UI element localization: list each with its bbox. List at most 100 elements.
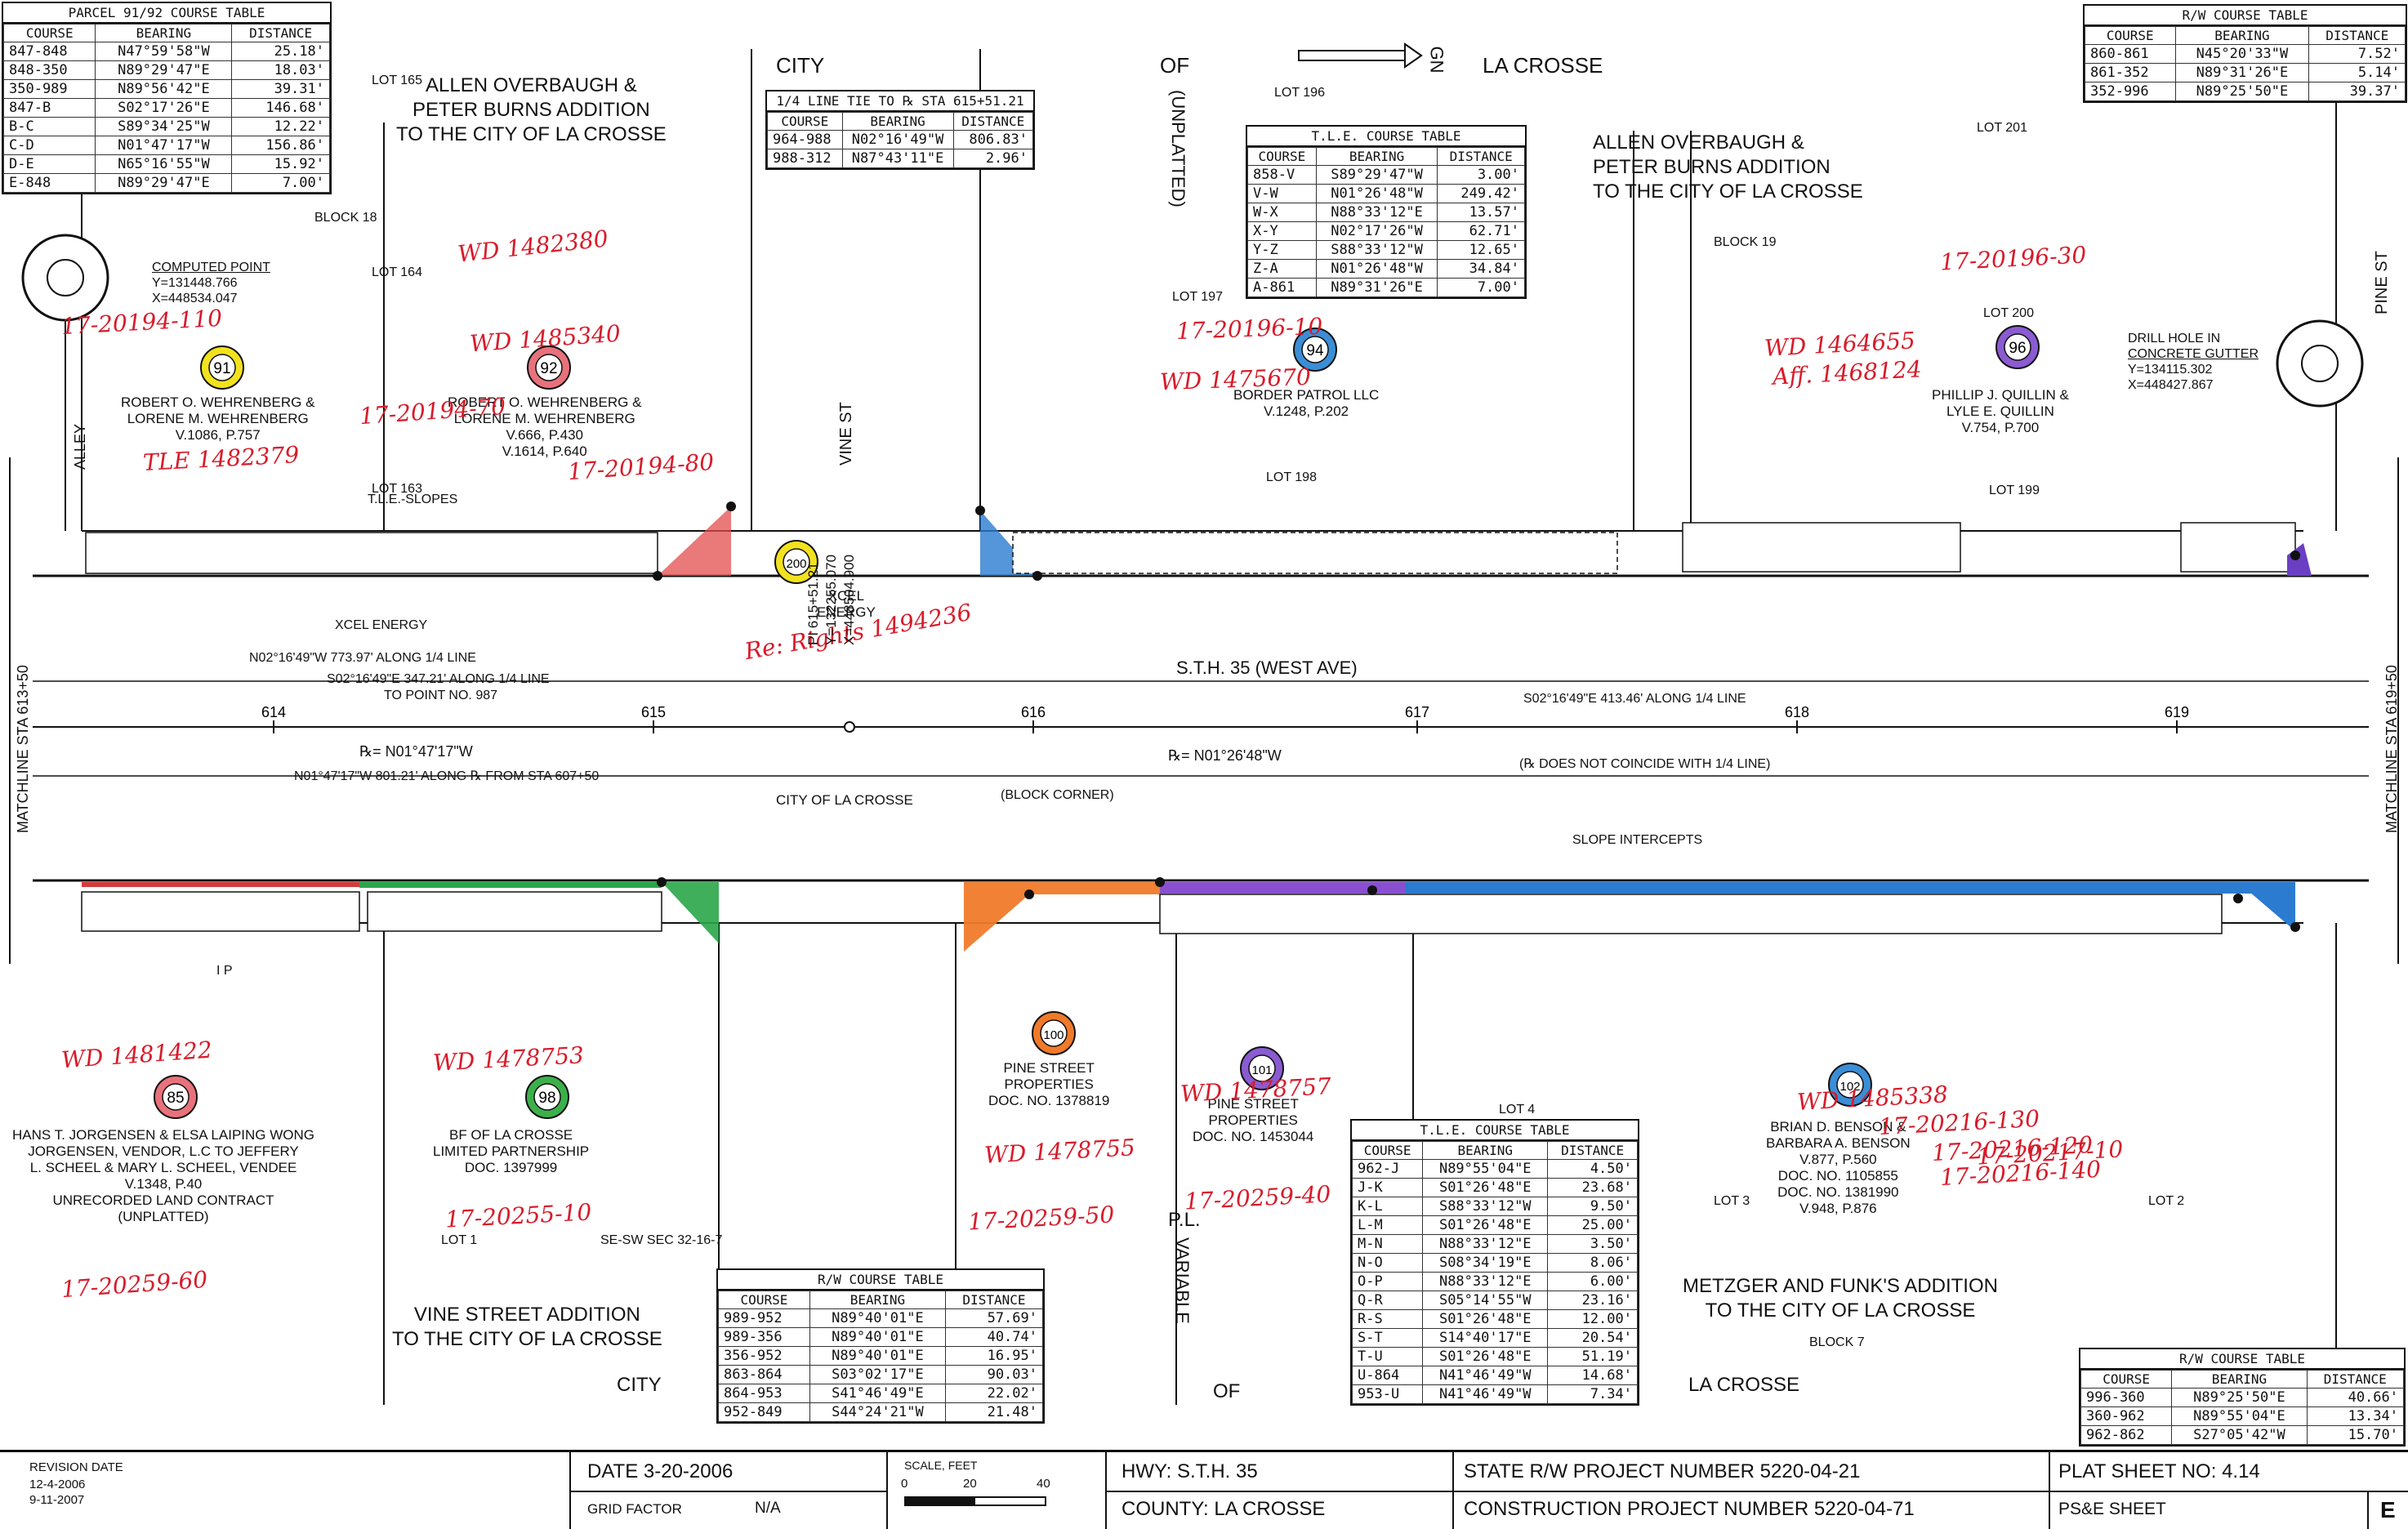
revision-date-1: 12-4-2006 xyxy=(29,1478,86,1491)
parcel-number: 100 xyxy=(1043,1028,1064,1042)
table-header: COURSE xyxy=(2080,1370,2173,1389)
quarter-line-tie-2: S02°16'49"E 347.21' ALONG 1/4 LINE xyxy=(327,672,550,686)
table-cell: 7.00' xyxy=(1437,278,1525,297)
table-cell: S03°02'17"E xyxy=(809,1365,946,1384)
lot-label: LOT 164 xyxy=(372,265,422,279)
owner-line: V.1614, P.640 xyxy=(502,444,587,459)
table-cell: A-861 xyxy=(1247,278,1317,297)
owner-line: PINE STREET xyxy=(1207,1096,1299,1112)
table-cell: 962-862 xyxy=(2080,1425,2173,1445)
title-block: REVISION DATE 12-4-2006 9-11-2007 DATE 3… xyxy=(0,1450,2408,1529)
table-cell: N02°17'26"W xyxy=(1315,221,1438,241)
station-label: 614 xyxy=(261,704,286,720)
table-cell: X-Y xyxy=(1247,221,1317,241)
handwritten-annotation: 17-20196-10 xyxy=(1175,312,1323,345)
table-cell: 22.02' xyxy=(944,1384,1044,1403)
lot-label: LOT 3 xyxy=(1714,1194,1750,1208)
sheet-letter-cell: E xyxy=(2367,1491,2408,1529)
table-cell: 848-350 xyxy=(2,60,96,80)
table-cell: 860-861 xyxy=(2085,44,2176,64)
owner-line: PROPERTIES xyxy=(1004,1077,1094,1092)
la-crosse-bottom: LA CROSSE xyxy=(1688,1374,1800,1396)
revision-label: REVISION DATE xyxy=(29,1460,123,1474)
revision-cell: REVISION DATE 12-4-2006 9-11-2007 xyxy=(0,1452,569,1529)
table-cell: W-X xyxy=(1247,203,1317,222)
parcel-badge-102: 102 xyxy=(1828,1063,1872,1107)
lot-label: SE-SW SEC 32-16-7 xyxy=(600,1233,723,1247)
table-cell: 7.52' xyxy=(2308,44,2406,64)
table-cell: N88°33'12"E xyxy=(1315,203,1438,222)
scale-cell: SCALE, FEET 0 20 40 xyxy=(886,1452,1105,1529)
table-cell: 953-U xyxy=(1351,1384,1424,1404)
scale-tick-20: 20 xyxy=(963,1477,977,1491)
table-caption: R/W COURSE TABLE xyxy=(2085,6,2406,26)
station-label: 617 xyxy=(1405,704,1429,720)
lot-label: LOT 200 xyxy=(1983,306,2034,320)
owner-line: DOC. NO. 1378819 xyxy=(988,1093,1110,1108)
table-cell: 23.16' xyxy=(1547,1291,1638,1310)
table-header: DISTANCE xyxy=(231,24,330,42)
table-cell: N02°16'49"W xyxy=(841,130,954,149)
parcel-badge-100: 100 xyxy=(1032,1011,1076,1055)
parcel-number: 91 xyxy=(213,360,230,377)
owner-line: DOC. 1397999 xyxy=(464,1160,558,1175)
city-of-la-crosse-label: CITY OF LA CROSSE xyxy=(776,792,913,808)
parcel-badge-101: 101 xyxy=(1240,1046,1284,1090)
centerline-bearing-right: ℞= N01°26'48"W xyxy=(1168,747,1282,764)
table-header: DISTANCE xyxy=(944,1291,1044,1309)
slope-intercepts-label: SLOPE INTERCEPTS xyxy=(1572,833,1703,847)
north-label: GN xyxy=(1426,46,1447,74)
parcel-badge-85: 85 xyxy=(154,1075,198,1119)
table-cell: 18.03' xyxy=(231,60,330,80)
owner-line: ENERGY xyxy=(817,604,876,620)
of-bottom: OF xyxy=(1213,1380,1241,1402)
scale-bar-icon xyxy=(904,1496,1046,1506)
quarter-line-tie-3: TO POINT NO. 987 xyxy=(384,689,498,702)
table-header: DISTANCE xyxy=(1437,147,1525,166)
table-cell: 62.71' xyxy=(1437,221,1525,241)
owner-line: XCEL xyxy=(827,588,865,604)
table-header: BEARING xyxy=(809,1291,946,1309)
parcel-number: 96 xyxy=(2009,340,2026,357)
table-cell: S88°33'12"W xyxy=(1422,1197,1549,1216)
table-cell: S44°24'21"W xyxy=(809,1402,946,1422)
table-cell: V-W xyxy=(1247,184,1317,203)
scale-tick-40: 40 xyxy=(1037,1477,1050,1491)
table-header: DISTANCE xyxy=(952,112,1034,131)
table-cell: 4.50' xyxy=(1547,1159,1638,1179)
owner-line: DOC. NO. 1105855 xyxy=(1777,1168,1898,1184)
table-header: COURSE xyxy=(767,112,843,131)
north-arrow-icon xyxy=(1298,42,1423,69)
section-label-top: (UNPLATTED) xyxy=(1168,90,1188,207)
table-cell: R-S xyxy=(1351,1309,1424,1329)
hwy-value: HWY: S.T.H. 35 xyxy=(1122,1460,1258,1482)
table-cell: 847-B xyxy=(2,98,96,118)
table-cell: 962-J xyxy=(1351,1159,1424,1179)
parcel-badge-200: 200 xyxy=(774,540,818,584)
grid-factor-label: GRID FACTOR xyxy=(587,1501,682,1517)
handwritten-annotation: WD 1475670 xyxy=(1159,363,1312,396)
owner-line: LORENE M. WEHRENBERG xyxy=(127,411,309,426)
table-cell: S27°05'42"W xyxy=(2171,1425,2308,1445)
table-header: BEARING xyxy=(95,24,233,42)
street-name-main: S.T.H. 35 (WEST AVE) xyxy=(1176,658,1358,678)
table-cell: 21.48' xyxy=(944,1402,1044,1422)
table-cell: N88°33'12"E xyxy=(1422,1234,1549,1254)
sheet-letter: E xyxy=(2380,1497,2396,1522)
date-cell: DATE 3-20-2006 GRID FACTOR N/A xyxy=(569,1452,886,1529)
centerline-note: (℞ DOES NOT COINCIDE WITH 1/4 LINE) xyxy=(1519,757,1771,771)
table-cell: 864-953 xyxy=(718,1384,810,1403)
